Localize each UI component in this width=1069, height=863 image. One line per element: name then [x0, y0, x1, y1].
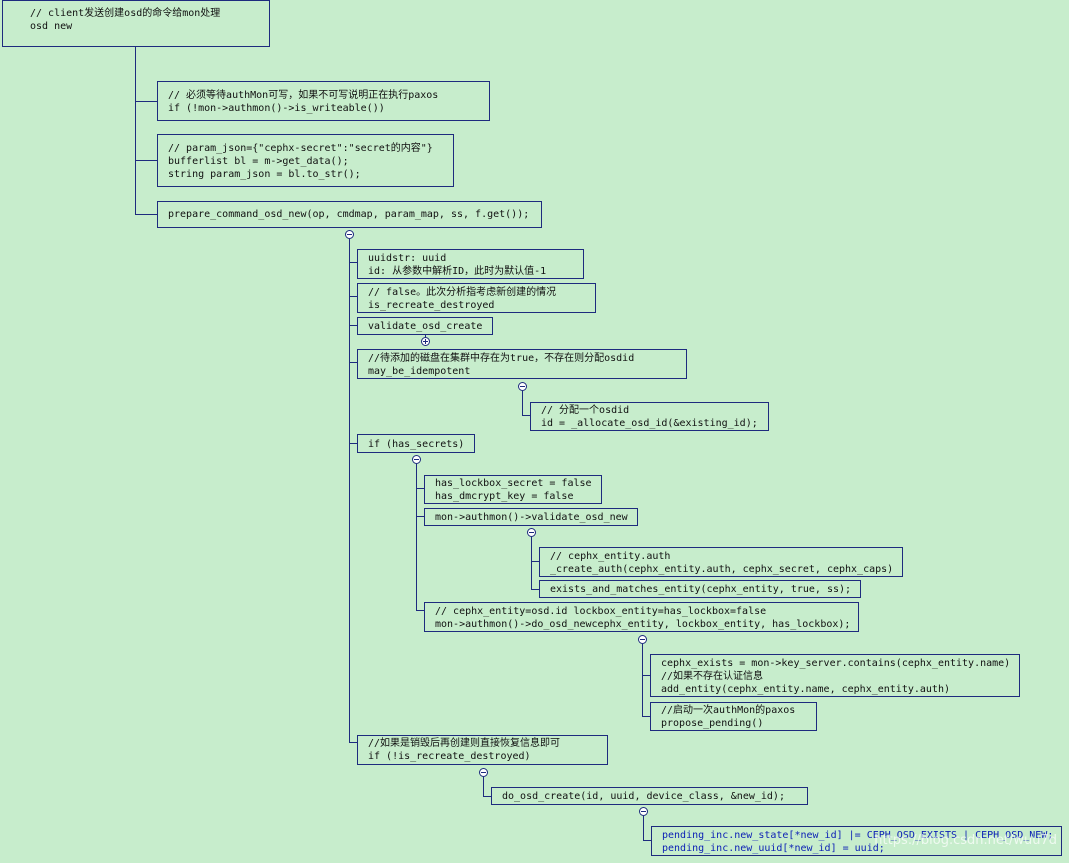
expand-toggle-icon[interactable]: [421, 337, 430, 346]
connector: [135, 101, 157, 102]
connector: [349, 362, 357, 363]
node-text-line: // cephx_entity=osd.id lockbox_entity=ha…: [435, 606, 767, 617]
node-text-line: may_be_idempotent: [368, 366, 471, 377]
node-text-line: id = _allocate_osd_id(&existing_id);: [541, 418, 758, 429]
connector: [349, 742, 357, 743]
node-text-line: exists_and_matches_entity(cephx_entity, …: [550, 584, 852, 595]
collapse-toggle-icon[interactable]: [527, 528, 536, 537]
connector: [135, 160, 157, 161]
node-text-line: //启动一次authMon的paxos: [661, 705, 796, 716]
collapse-toggle-icon[interactable]: [412, 455, 421, 464]
node-has-secrets[interactable]: if (has_secrets): [357, 434, 475, 453]
connector: [349, 296, 357, 297]
node-param-json[interactable]: // param_json={"cephx-secret":"secret的内容…: [157, 134, 454, 187]
node-text-line: propose_pending(): [661, 718, 764, 729]
node-is-recreate[interactable]: // false。此次分析指考虑新创建的情况 is_recreate_destro…: [357, 283, 596, 313]
node-text-line: is_recreate_destroyed: [368, 300, 495, 311]
connector: [416, 464, 417, 610]
connector: [349, 239, 350, 742]
node-text-line: // param_json={"cephx-secret":"secret的内容…: [168, 143, 433, 154]
connector: [642, 716, 650, 717]
node-exists-and-matches[interactable]: exists_and_matches_entity(cephx_entity, …: [539, 580, 861, 598]
collapse-toggle-icon[interactable]: [639, 807, 648, 816]
connector: [416, 488, 424, 489]
node-text-line: // 分配一个osdid: [541, 405, 630, 416]
node-text-line: if (has_secrets): [368, 439, 465, 450]
node-text-line: // false。此次分析指考虑新创建的情况: [368, 287, 557, 298]
connector: [416, 610, 424, 611]
node-text-line: mon->authmon()->validate_osd_new: [435, 512, 628, 523]
connector: [135, 47, 136, 214]
node-text-line: //如果不存在认证信息: [661, 671, 764, 682]
connector: [522, 415, 530, 416]
node-propose-pending[interactable]: //启动一次authMon的paxos propose_pending(): [650, 702, 817, 731]
node-text-line: //如果是销毁后再创建则直接恢复信息即可: [368, 738, 561, 749]
collapse-toggle-icon[interactable]: [518, 382, 527, 391]
connector: [483, 777, 484, 796]
node-text-line: //待添加的磁盘在集群中存在为true，不存在则分配osdid: [368, 353, 635, 364]
collapse-toggle-icon[interactable]: [638, 635, 647, 644]
node-prepare-command[interactable]: prepare_command_osd_new(op, cmdmap, para…: [157, 201, 542, 228]
connector: [642, 644, 643, 716]
node-authmon-writeable[interactable]: // 必须等待authMon可写，如果不可写说明正在执行paxos if (!mo…: [157, 81, 490, 121]
node-do-osd-create[interactable]: do_osd_create(id, uuid, device_class, &n…: [491, 787, 808, 805]
connector: [531, 537, 532, 589]
node-validate-osd-create[interactable]: validate_osd_create: [357, 317, 493, 335]
connector: [642, 675, 650, 676]
node-text-line: id: 从参数中解析ID，此时为默认值-1: [368, 266, 547, 277]
node-validate-osd-new[interactable]: mon->authmon()->validate_osd_new: [424, 508, 638, 526]
node-lockbox-dmcrypt[interactable]: has_lockbox_secret = false has_dmcrypt_ke…: [424, 475, 602, 504]
node-text-line: osd new: [30, 21, 73, 32]
collapse-toggle-icon[interactable]: [479, 768, 488, 777]
node-text-line: cephx_exists = mon->key_server.contains(…: [661, 658, 1011, 669]
connector: [643, 816, 644, 840]
connector: [531, 589, 539, 590]
node-text-line: if (!mon->authmon()->is_writeable()): [168, 103, 385, 114]
node-text-line: bufferlist bl = m->get_data();: [168, 156, 349, 167]
node-text-line: validate_osd_create: [368, 321, 483, 332]
collapse-toggle-icon[interactable]: [345, 230, 354, 239]
connector: [416, 516, 424, 517]
node-text-line: // client发送创建osd的命令给mon处理: [30, 8, 221, 19]
node-may-be-idempotent[interactable]: //待添加的磁盘在集群中存在为true，不存在则分配osdid may_be_id…: [357, 349, 687, 379]
connector: [425, 334, 426, 338]
connector: [349, 325, 357, 326]
node-text-line: // cephx_entity.auth: [550, 551, 671, 562]
node-osd-new[interactable]: // client发送创建osd的命令给mon处理 osd new: [2, 0, 270, 47]
connector: [349, 262, 357, 263]
node-text-line: has_dmcrypt_key = false: [435, 491, 574, 502]
node-text-line: pending_inc.new_state[*new_id] |= CEPH_O…: [662, 830, 1054, 841]
node-text-line: _create_auth(cephx_entity.auth, cephx_se…: [550, 564, 894, 575]
connector: [522, 391, 523, 415]
node-text-line: string param_json = bl.to_str();: [168, 169, 361, 180]
connector: [349, 443, 357, 444]
node-text-line: uuidstr: uuid: [368, 253, 447, 264]
connector: [135, 214, 157, 215]
node-text-line: has_lockbox_secret = false: [435, 478, 592, 489]
node-text-line: if (!is_recreate_destroyed): [368, 751, 531, 762]
node-uuidstr[interactable]: uuidstr: uuid id: 从参数中解析ID，此时为默认值-1: [357, 249, 584, 279]
connector: [531, 561, 539, 562]
node-if-not-recreate[interactable]: //如果是销毁后再创建则直接恢复信息即可 if (!is_recreate_des…: [357, 735, 608, 765]
node-text-line: prepare_command_osd_new(op, cmdmap, para…: [168, 209, 530, 220]
node-pending-inc[interactable]: pending_inc.new_state[*new_id] |= CEPH_O…: [651, 826, 1062, 856]
node-create-auth[interactable]: // cephx_entity.auth _create_auth(cephx_e…: [539, 547, 903, 577]
node-text-line: add_entity(cephx_entity.name, cephx_enti…: [661, 684, 950, 695]
node-do-osd-new[interactable]: // cephx_entity=osd.id lockbox_entity=ha…: [424, 602, 859, 632]
node-cephx-exists[interactable]: cephx_exists = mon->key_server.contains(…: [650, 654, 1020, 697]
node-allocate-osd-id[interactable]: // 分配一个osdid id = _allocate_osd_id(&exist…: [530, 402, 769, 431]
node-text-line: do_osd_create(id, uuid, device_class, &n…: [502, 791, 785, 802]
node-text-line: // 必须等待authMon可写，如果不可写说明正在执行paxos: [168, 90, 439, 101]
node-text-line: pending_inc.new_uuid[*new_id] = uuid;: [662, 843, 885, 854]
connector: [643, 840, 651, 841]
watermark: https://blog.csdn.net/wuu7d: [874, 833, 1057, 848]
connector: [483, 796, 491, 797]
node-text-line: mon->authmon()->do_osd_newcephx_entity, …: [435, 619, 851, 630]
